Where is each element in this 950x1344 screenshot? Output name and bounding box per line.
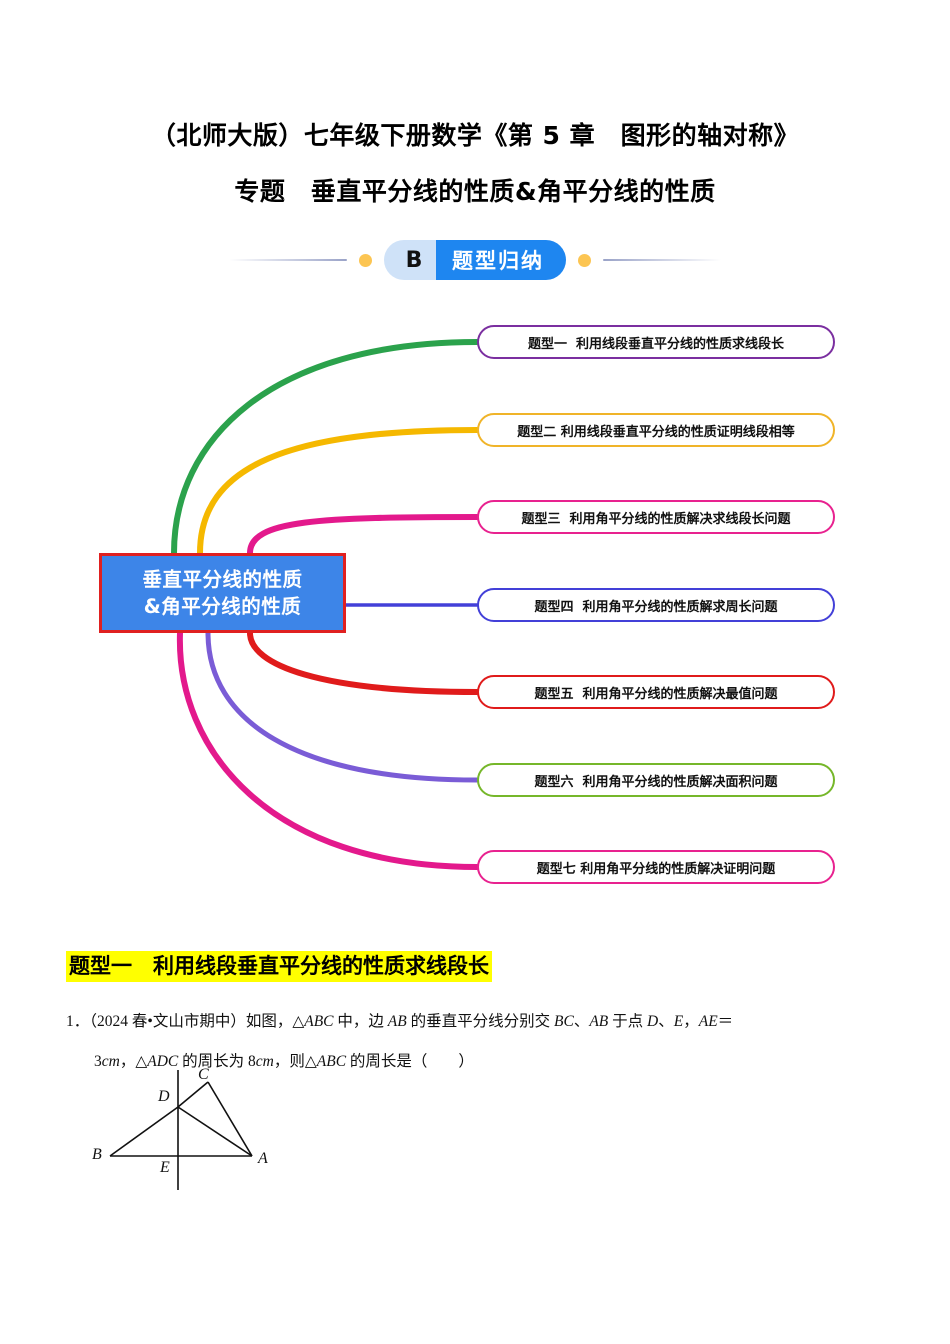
- mindmap-branch-2[interactable]: 题型二 利用线段垂直平分线的性质证明线段相等: [477, 413, 835, 447]
- q1-u1: 3: [94, 1053, 102, 1070]
- q1-t11: 、: [658, 1013, 674, 1030]
- title-line-2: 专题 垂直平分线的性质&角平分线的性质: [234, 177, 716, 206]
- question-1: 1．（2024 春•文山市期中）如图，△ABC 中，边 AB 的垂直平分线分别交…: [66, 1002, 886, 1082]
- q1-u2: cm: [101, 1053, 120, 1070]
- geometry-figure: C D B E A: [80, 1062, 310, 1192]
- section-badge-row: B 题型归纳: [0, 236, 950, 284]
- segment-DC: [177, 1081, 209, 1108]
- q1-u5: 的周长为 8: [178, 1053, 256, 1070]
- figure-label-C: C: [198, 1066, 209, 1083]
- badge-letter: B: [384, 240, 436, 280]
- badge-rule-left: [229, 259, 347, 261]
- q1-t5: 的垂直平分线分别交: [406, 1013, 554, 1030]
- mindmap-branch-1[interactable]: 题型一 利用线段垂直平分线的性质求线段长: [477, 325, 835, 359]
- q1-t1: （2024 春•文山市期中）如图，△: [89, 1013, 305, 1030]
- mindmap-branch-1-label: 题型一 利用线段垂直平分线的性质求线段长: [527, 336, 785, 352]
- mindmap-branch-7[interactable]: 题型七 利用角平分线的性质解决证明问题: [477, 850, 835, 884]
- mindmap-branch-2-label: 题型二 利用线段垂直平分线的性质证明线段相等: [517, 424, 795, 440]
- q1-t3: 中，边: [333, 1013, 388, 1030]
- title-line-1: （北师大版）七年级下册数学《第 5 章 图形的轴对称》: [150, 121, 800, 150]
- badge-dot-right: [578, 253, 591, 267]
- badge-label: 题型归纳: [436, 240, 566, 280]
- q1-t8: AB: [589, 1013, 609, 1030]
- badge-rule-right: [603, 259, 721, 261]
- q1-u7: ，则△: [273, 1053, 317, 1070]
- segment-CA: [207, 1081, 253, 1157]
- figure-label-E: E: [160, 1159, 170, 1176]
- connector-5: [247, 630, 480, 695]
- q1-t13: ，: [683, 1013, 699, 1030]
- mindmap-branch-6-label: 题型六 利用角平分线的性质解决面积问题: [534, 774, 778, 790]
- mindmap-branch-3[interactable]: 题型三 利用角平分线的性质解决求线段长问题: [477, 500, 835, 534]
- figure-label-B: B: [92, 1146, 102, 1163]
- mindmap-branch-5[interactable]: 题型五 利用角平分线的性质解决最值问题: [477, 675, 835, 709]
- q1-t15: ＝: [717, 1013, 734, 1030]
- mindmap: 垂直平分线的性质 &角平分线的性质 题型一 利用线段垂直平分线的性质求线段长 题…: [0, 300, 950, 900]
- question-number: 1．: [66, 1013, 90, 1030]
- q1-u4: ADC: [147, 1053, 179, 1070]
- q1-t14: AE: [698, 1013, 718, 1030]
- mindmap-branch-6[interactable]: 题型六 利用角平分线的性质解决面积问题: [477, 763, 835, 797]
- q1-t6: BC: [554, 1013, 574, 1030]
- segment-BD: [109, 1106, 179, 1157]
- q1-u8: ABC: [316, 1053, 347, 1070]
- mindmap-branch-4-label: 题型四 利用角平分线的性质解求周长问题: [534, 599, 778, 615]
- q1-t2: ABC: [304, 1013, 334, 1030]
- question-1-line-2: 3cm，△ADC 的周长为 8cm，则△ABC 的周长是（ ）: [66, 1042, 886, 1082]
- connector-3: [247, 514, 480, 556]
- connector-1: [171, 339, 480, 556]
- mindmap-branch-4[interactable]: 题型四 利用角平分线的性质解求周长问题: [477, 588, 835, 622]
- segment-DA: [177, 1106, 253, 1157]
- mindmap-branch-3-label: 题型三 利用角平分线的性质解决求线段长问题: [521, 511, 791, 527]
- connector-7: [176, 630, 480, 870]
- center-node-line-1: 垂直平分线的性质: [142, 568, 303, 591]
- q1-u6: cm: [255, 1053, 274, 1070]
- q1-t4: AB: [387, 1013, 407, 1030]
- mindmap-center-node: 垂直平分线的性质 &角平分线的性质: [99, 553, 346, 633]
- badge-dot-left: [359, 253, 372, 267]
- section-heading: 题型一 利用线段垂直平分线的性质求线段长: [66, 951, 492, 982]
- center-node-line-2: &角平分线的性质: [143, 595, 302, 618]
- figure-label-A: A: [258, 1150, 268, 1167]
- q1-t9: 于点: [608, 1013, 648, 1030]
- q1-u9: 的周长是（ ）: [346, 1053, 474, 1070]
- q1-t12: E: [673, 1013, 684, 1030]
- question-1-line-1: 1．（2024 春•文山市期中）如图，△ABC 中，边 AB 的垂直平分线分别交…: [66, 1002, 886, 1042]
- q1-t7: 、: [573, 1013, 590, 1030]
- figure-label-D: D: [158, 1088, 170, 1105]
- triangle-diagram: [109, 1070, 253, 1190]
- mindmap-branch-5-label: 题型五 利用角平分线的性质解决最值问题: [534, 686, 778, 702]
- section-badge: B 题型归纳: [384, 240, 566, 280]
- q1-u3: ，△: [119, 1053, 148, 1070]
- connector-2: [197, 427, 480, 556]
- connector-6: [205, 630, 480, 783]
- mindmap-branch-7-label: 题型七 利用角平分线的性质解决证明问题: [536, 861, 776, 877]
- q1-t10: D: [647, 1013, 659, 1030]
- page-title: （北师大版）七年级下册数学《第 5 章 图形的轴对称》 专题 垂直平分线的性质&…: [0, 108, 950, 220]
- mindmap-connectors: [171, 339, 480, 870]
